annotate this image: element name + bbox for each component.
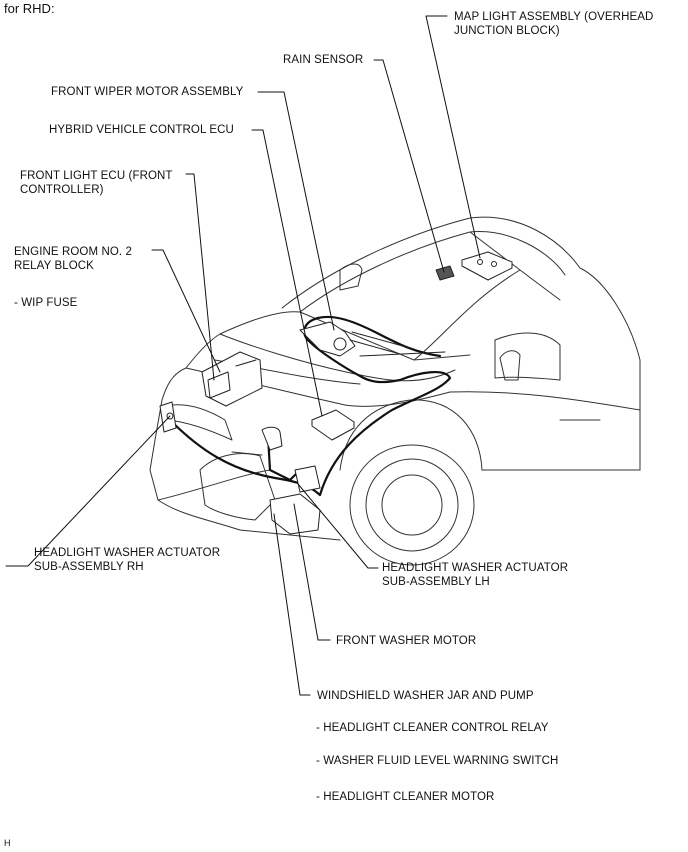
component-rain-sensor: [435, 265, 455, 281]
label-engine-room-relay-line2: RELAY BLOCK: [14, 260, 94, 272]
component-washer-jar: [261, 426, 321, 535]
label-hw-actuator-rh-line1: HEADLIGHT WASHER ACTUATOR: [34, 547, 221, 559]
component-wiper-motor: [299, 321, 446, 357]
label-wip-fuse: - WIP FUSE: [14, 297, 78, 309]
label-headlight-cleaner-motor: - HEADLIGHT CLEANER MOTOR: [316, 791, 495, 803]
component-map-light: [461, 251, 513, 281]
component-hybrid-ecu: [311, 409, 355, 441]
label-map-light-line1: MAP LIGHT ASSEMBLY (OVERHEAD: [454, 11, 654, 23]
wiring-harness: [168, 315, 452, 497]
label-hw-actuator-rh-line2: SUB-ASSEMBLY RH: [34, 561, 144, 573]
label-map-light-line2: JUNCTION BLOCK): [454, 25, 560, 37]
label-front-wiper-motor: FRONT WIPER MOTOR ASSEMBLY: [51, 86, 244, 98]
label-front-light-ecu-line2: CONTROLLER): [20, 184, 104, 196]
page-title: for RHD:: [4, 1, 55, 16]
label-front-washer-motor: FRONT WASHER MOTOR: [336, 635, 477, 647]
figure-code: H: [4, 838, 11, 848]
label-engine-room-relay-line1: ENGINE ROOM NO. 2: [14, 246, 132, 258]
label-hybrid-ecu: HYBRID VEHICLE CONTROL ECU: [49, 124, 234, 136]
label-hw-actuator-lh-line1: HEADLIGHT WASHER ACTUATOR: [382, 562, 569, 574]
label-rain-sensor: RAIN SENSOR: [283, 54, 364, 66]
label-hw-actuator-lh-line2: SUB-ASSEMBLY LH: [382, 576, 490, 588]
label-washer-fluid-switch: - WASHER FLUID LEVEL WARNING SWITCH: [316, 755, 559, 767]
leader-lines: [5, 15, 481, 696]
component-hw-actuator: [159, 401, 177, 433]
component-relay-block: [201, 351, 263, 407]
label-windshield-washer-jar: WINDSHIELD WASHER JAR AND PUMP: [317, 690, 534, 702]
label-front-light-ecu-line1: FRONT LIGHT ECU (FRONT: [20, 170, 173, 182]
label-headlight-cleaner-relay: - HEADLIGHT CLEANER CONTROL RELAY: [316, 722, 549, 734]
